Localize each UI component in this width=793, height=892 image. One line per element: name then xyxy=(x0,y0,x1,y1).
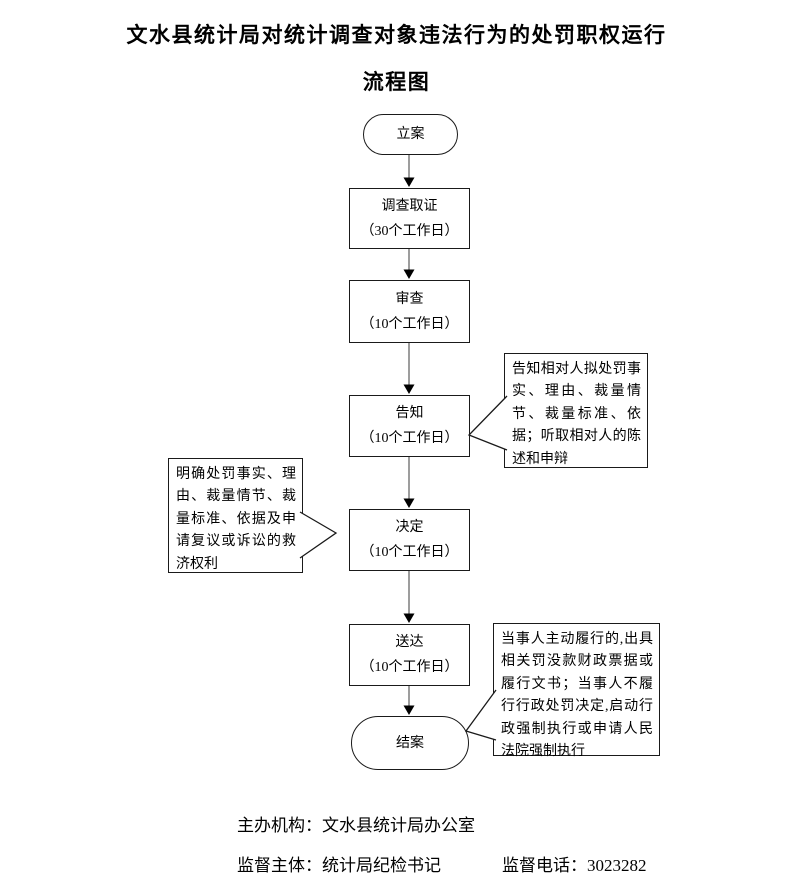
node-label: 决定 xyxy=(395,520,424,535)
callout-text: 告知相对人拟处罚事实、理由、裁量情节、裁量标准、依据；听取相对人的陈述和申辩 xyxy=(512,362,641,467)
node-duration: （10个工作日） xyxy=(360,660,459,675)
node-label: 结案 xyxy=(396,735,424,751)
node-label: 告知 xyxy=(395,406,424,421)
flow-node-notify: 告知 （10个工作日） xyxy=(349,395,470,457)
flow-node-review: 审查 （10个工作日） xyxy=(349,280,470,343)
flow-node-investigate: 调查取证 （30个工作日） xyxy=(349,188,470,249)
node-duration: （30个工作日） xyxy=(360,223,459,239)
page-title-line2: 流程图 xyxy=(362,70,431,94)
callout-close: 当事人主动履行的,出具相关罚没款财政票据或履行文书；当事人不履行行政处罚决定,启… xyxy=(493,623,660,760)
node-label: 审查 xyxy=(395,291,424,307)
arrow-down-icon xyxy=(403,686,415,715)
node-label: 送达 xyxy=(395,635,424,650)
node-label: 立案 xyxy=(396,127,425,142)
node-duration: （10个工作日） xyxy=(360,431,459,446)
arrow-down-icon xyxy=(403,155,415,187)
node-duration: （10个工作日） xyxy=(360,545,459,560)
callout-text: 当事人主动履行的,出具相关罚没款财政票据或履行文书；当事人不履行行政处罚决定,启… xyxy=(501,632,653,760)
callout-notify: 告知相对人拟处罚事实、理由、裁量情节、裁量标准、依据；听取相对人的陈述和申辩 xyxy=(504,353,648,468)
callout-decide: 明确处罚事实、理由、裁量情节、裁量标准、依据及申请复议或诉讼的救济权利 xyxy=(168,458,303,573)
node-label: 调查取证 xyxy=(381,198,438,214)
flow-node-start: 立案 xyxy=(363,114,458,155)
arrow-down-icon xyxy=(403,343,415,394)
flow-node-decide: 决定 （10个工作日） xyxy=(349,509,470,571)
footer-supervisor: 监督主体：统计局纪检书记 xyxy=(237,856,441,875)
callout-tail-decide xyxy=(299,511,338,559)
footer-organizer: 主办机构：文水县统计局办公室 xyxy=(237,816,475,835)
callout-tail-close xyxy=(464,689,497,741)
footer-phone: 监督电话：3023282 xyxy=(502,856,647,875)
arrow-down-icon xyxy=(403,457,415,508)
arrow-down-icon xyxy=(403,571,415,623)
callout-text: 明确处罚事实、理由、裁量情节、裁量标准、依据及申请复议或诉讼的救济权利 xyxy=(176,467,296,572)
page-title: 文水县统计局对统计调查对象违法行为的处罚职权运行 xyxy=(126,23,667,47)
callout-tail-notify xyxy=(467,395,508,451)
flow-node-close: 结案 xyxy=(351,716,469,770)
arrow-down-icon xyxy=(403,249,415,279)
node-duration: （10个工作日） xyxy=(360,316,459,332)
flow-node-deliver: 送达 （10个工作日） xyxy=(349,624,470,686)
